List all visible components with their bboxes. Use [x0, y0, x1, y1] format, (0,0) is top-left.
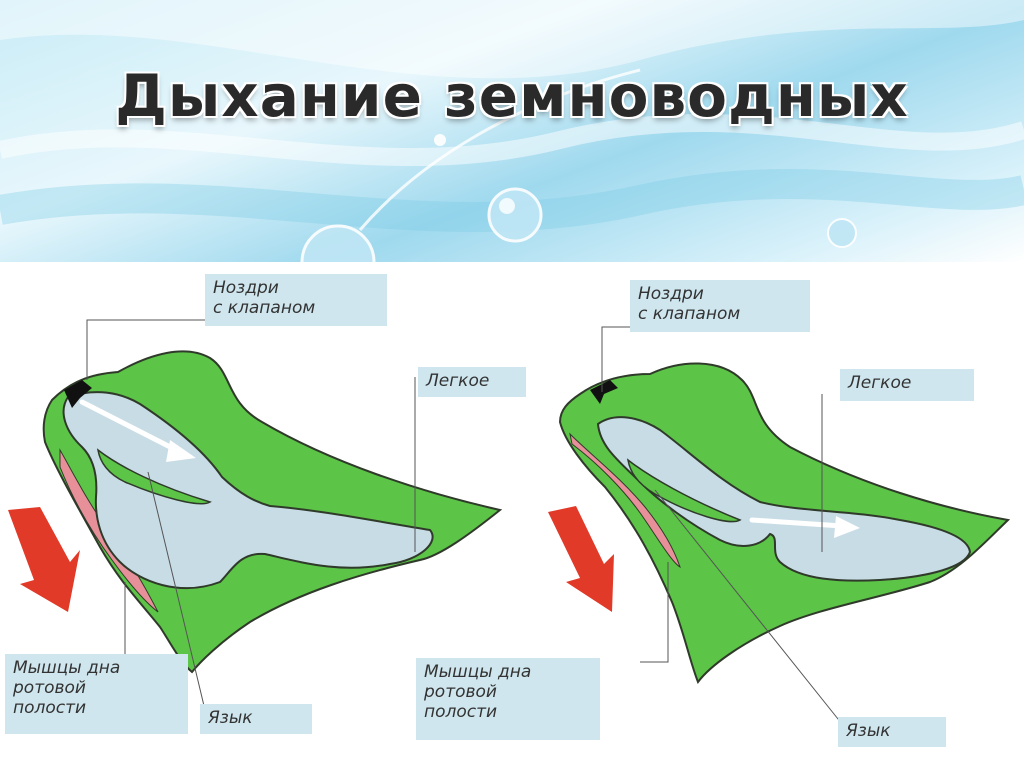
left-label-nostrils: Ноздри с клапаном	[205, 274, 387, 326]
right-tongue	[626, 458, 742, 523]
left-red-arrow	[8, 507, 80, 612]
left-label-tongue: Язык	[200, 704, 312, 734]
header-banner: Дыхание земноводных	[0, 0, 1024, 262]
left-label-lung: Легкое	[418, 367, 526, 397]
right-muscle-region	[569, 432, 681, 569]
diagram-area: Ноздри с клапаном Легкое Мышцы дна ротов…	[0, 262, 1024, 767]
frog-breathing-diagram	[8, 319, 1011, 725]
right-label-lung: Легкое	[840, 369, 974, 401]
bubble-icon	[300, 224, 376, 262]
left-frog-head	[8, 350, 503, 674]
page-title: Дыхание земноводных	[115, 62, 909, 130]
left-airflow-arrow	[166, 440, 196, 462]
right-nostril-valve-icon	[590, 380, 618, 404]
banner-decoration	[0, 0, 1024, 262]
left-label-muscles: Мышцы дна ротовой полости	[5, 654, 188, 734]
right-red-arrow	[548, 506, 614, 612]
left-nostril-valve-icon	[64, 380, 92, 408]
left-tongue	[96, 448, 212, 505]
bubble-icon	[827, 218, 857, 248]
right-frog-head	[548, 362, 1011, 685]
right-lung-cavity	[596, 416, 972, 582]
right-label-nostrils: Ноздри с клапаном	[630, 280, 810, 332]
right-airflow-arrow	[834, 516, 860, 538]
bubble-icon	[487, 187, 543, 243]
right-label-tongue: Язык	[838, 717, 946, 747]
right-label-muscles: Мышцы дна ротовой полости	[416, 658, 600, 740]
